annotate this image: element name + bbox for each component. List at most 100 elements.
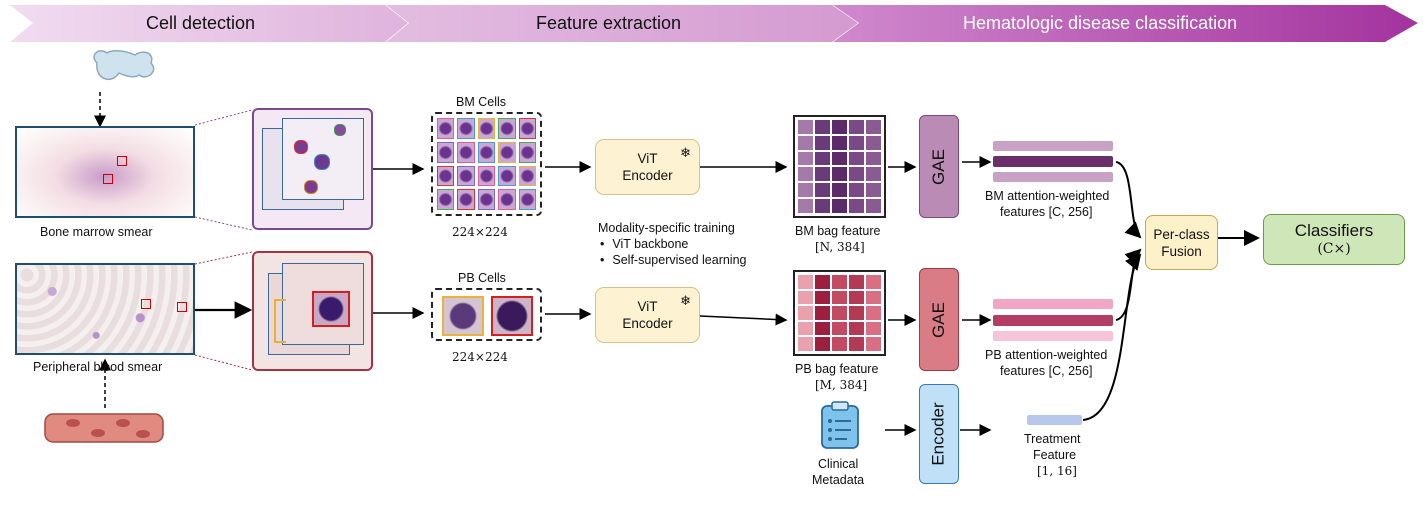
bm-attn-stripe bbox=[993, 172, 1113, 182]
bm-cell bbox=[437, 118, 455, 139]
clinical-label-1: Clinical bbox=[818, 457, 859, 471]
bm-cell bbox=[477, 118, 496, 139]
bag-feature-cell bbox=[849, 337, 864, 351]
bag-feature-cell bbox=[849, 167, 864, 182]
bag-feature-cell bbox=[866, 290, 881, 305]
bag-feature-cell bbox=[815, 151, 830, 166]
fusion-label-1: Per-class bbox=[1153, 226, 1210, 242]
pb-attn-stripe bbox=[993, 315, 1113, 326]
pb-attn-stripe bbox=[993, 331, 1113, 341]
bag-feature-cell bbox=[798, 135, 813, 150]
bag-feature-cell bbox=[832, 151, 847, 166]
pb-smear-label: Peripheral blood smear bbox=[33, 360, 163, 374]
pb-attn-stripe bbox=[993, 299, 1113, 309]
pb-cell bbox=[491, 296, 533, 336]
bag-feature-cell bbox=[832, 135, 847, 150]
bm-cell bbox=[518, 141, 536, 163]
treatment-feature-stripe bbox=[1027, 415, 1082, 425]
bag-feature-cell bbox=[866, 199, 881, 213]
pb-bag-feature-matrix bbox=[793, 270, 886, 356]
pb-size-label: 224×224 bbox=[452, 350, 508, 364]
classifiers-label: Classifiers bbox=[1294, 220, 1374, 240]
bag-feature-cell bbox=[866, 337, 881, 351]
bag-feature-cell bbox=[849, 275, 864, 289]
bm-detect-box bbox=[103, 174, 113, 184]
bag-feature-cell bbox=[815, 135, 830, 150]
bag-feature-cell bbox=[798, 120, 813, 134]
bag-feature-cell bbox=[798, 290, 813, 305]
bag-feature-cell bbox=[815, 321, 830, 336]
bag-feature-cell bbox=[849, 290, 864, 305]
bm-bag-feature-matrix bbox=[793, 115, 886, 218]
pb-bag-dims: [M, 384] bbox=[815, 378, 868, 392]
bm-smear-label: Bone marrow smear bbox=[40, 225, 153, 239]
bm-cell bbox=[437, 165, 455, 187]
bm-bag-label: BM bag feature bbox=[795, 224, 881, 238]
bag-feature-cell bbox=[866, 135, 881, 150]
stage-cell-detection: Cell detection bbox=[146, 13, 256, 33]
bm-cell bbox=[437, 141, 455, 163]
bm-attn-label-2: features [C, 256] bbox=[1000, 205, 1093, 219]
pb-vit-title: ViT bbox=[637, 299, 658, 314]
bm-cells-label: BM Cells bbox=[456, 95, 507, 109]
bm-cell bbox=[457, 141, 475, 163]
bm-cell bbox=[477, 165, 496, 187]
pb-attn-label-1: PB attention-weighted bbox=[985, 348, 1108, 362]
metadata-encoder-block: Encoder bbox=[919, 384, 959, 484]
pb-detect-box bbox=[141, 299, 151, 309]
stage-banner: Cell detection Feature extraction Hemato… bbox=[0, 0, 1423, 48]
training-bullet-2: Self-supervised learning bbox=[612, 253, 747, 267]
bag-feature-cell bbox=[832, 321, 847, 336]
bm-cell bbox=[498, 189, 516, 210]
bm-bag-dims: [N, 384] bbox=[815, 240, 865, 254]
banner-segment-3 bbox=[833, 5, 1418, 42]
bag-feature-cell bbox=[815, 183, 830, 198]
bm-cell bbox=[518, 189, 536, 210]
training-note-title: Modality-specific training bbox=[598, 221, 735, 235]
bm-vit-subtitle: Encoder bbox=[622, 168, 673, 183]
bone-marrow-smear-image bbox=[15, 126, 195, 218]
bag-feature-cell bbox=[798, 183, 813, 198]
bm-attn-stripe bbox=[993, 156, 1113, 167]
bag-feature-cell bbox=[815, 275, 830, 289]
frozen-icon: ❄ bbox=[680, 293, 691, 308]
stage-disease-classification: Hematologic disease classification bbox=[963, 13, 1238, 33]
bm-cell bbox=[457, 189, 475, 210]
bm-size-label: 224×224 bbox=[452, 225, 508, 239]
bag-feature-cell bbox=[815, 290, 830, 305]
bm-cell bbox=[518, 118, 536, 139]
bm-zoom-patch bbox=[252, 108, 373, 230]
bm-cells-grid bbox=[431, 112, 542, 216]
bag-feature-cell bbox=[849, 306, 864, 320]
classifiers-count: (C×) bbox=[1317, 240, 1351, 257]
training-bullet-1: ViT backbone bbox=[612, 237, 689, 251]
bm-cell bbox=[477, 189, 496, 210]
fusion-label-2: Fusion bbox=[1161, 243, 1202, 259]
bag-feature-cell bbox=[832, 199, 847, 213]
pb-detect-box bbox=[177, 302, 187, 312]
bag-feature-cell bbox=[815, 167, 830, 182]
treatment-label-2: Feature bbox=[1033, 448, 1077, 462]
bag-feature-cell bbox=[832, 290, 847, 305]
bag-feature-cell bbox=[832, 183, 847, 198]
bag-feature-cell bbox=[798, 167, 813, 182]
bm-detect-box bbox=[117, 156, 127, 166]
bm-cell bbox=[498, 118, 516, 139]
pb-gae-label: GAE bbox=[929, 301, 948, 338]
pb-cells-label: PB Cells bbox=[458, 271, 506, 285]
bm-cell bbox=[457, 165, 475, 187]
bag-feature-cell bbox=[849, 321, 864, 336]
pb-zoom-patch bbox=[252, 251, 373, 371]
training-note: Modality-specific training •ViT backbone… bbox=[598, 221, 747, 267]
bag-feature-cell bbox=[832, 337, 847, 351]
bag-feature-cell bbox=[832, 306, 847, 320]
bag-feature-cell bbox=[798, 337, 813, 351]
bag-feature-cell bbox=[866, 120, 881, 134]
bag-feature-cell bbox=[866, 321, 881, 336]
pb-bag-label: PB bag feature bbox=[795, 362, 879, 376]
bm-attn-stripe bbox=[993, 141, 1113, 151]
bm-cell bbox=[498, 165, 516, 187]
bag-feature-cell bbox=[832, 275, 847, 289]
clinical-label-2: Metadata bbox=[812, 473, 865, 487]
